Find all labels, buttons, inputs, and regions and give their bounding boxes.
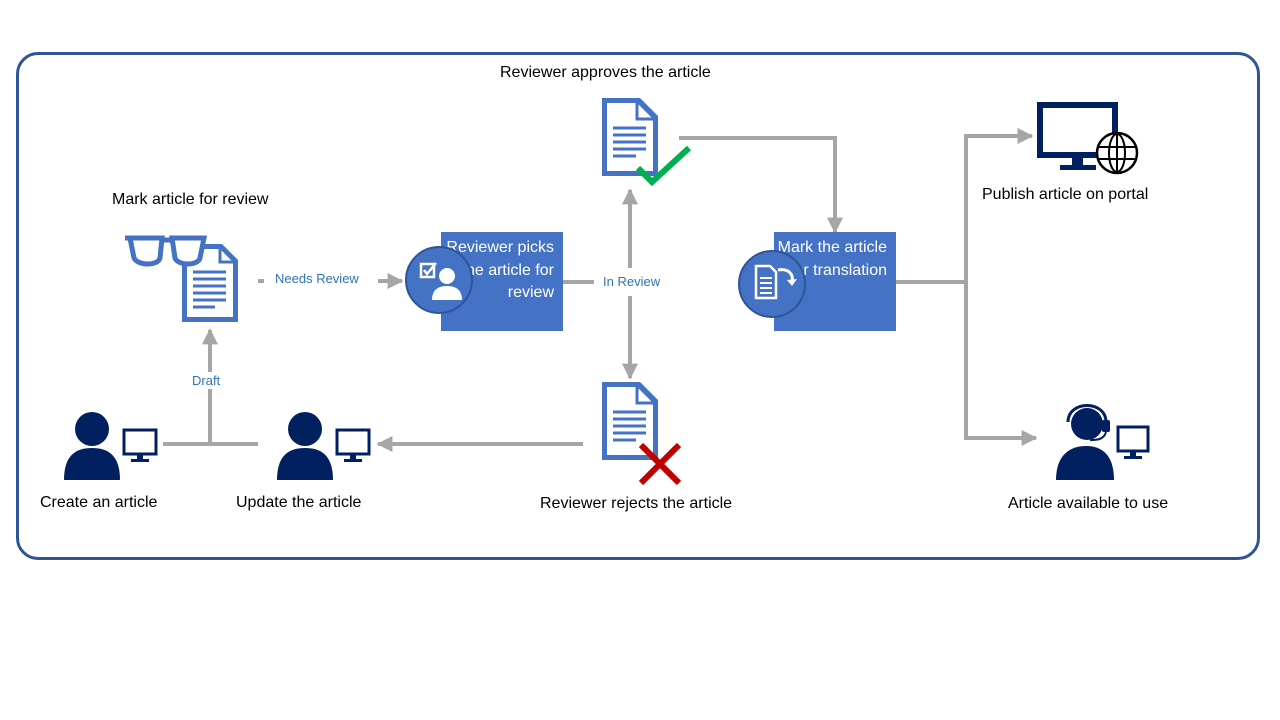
process-frame <box>16 52 1260 560</box>
step-picks-label: Reviewer picks the article for review <box>446 239 554 301</box>
person-with-monitor-icon <box>64 412 158 480</box>
step-create-label: Create an article <box>40 494 158 511</box>
step-available-label: Article available to use <box>1008 495 1169 512</box>
step-publish-label: Publish article on portal <box>982 186 1149 203</box>
step-translation-label: Mark the article for translation <box>777 239 887 279</box>
step-update-label: Update the article <box>236 494 362 511</box>
document-checkmark-icon <box>602 98 692 187</box>
step-mark-review-label: Mark article for review <box>112 191 269 208</box>
connector-to-available <box>964 282 1038 446</box>
state-needs-review-label: Needs Review <box>272 270 362 287</box>
headset-agent-icon <box>1056 404 1150 480</box>
connector-to-publish <box>964 128 1034 282</box>
step-picks-box: Reviewer picks the article for review <box>441 232 563 331</box>
reviewer-badge <box>405 246 473 314</box>
connector-approve-translation <box>679 136 843 234</box>
glasses-document-icon <box>125 235 238 322</box>
monitor-globe-icon <box>1037 102 1139 175</box>
reviewer-checklist-icon <box>419 262 462 300</box>
person-with-monitor-icon <box>277 412 371 480</box>
translation-badge <box>738 250 806 318</box>
state-in-review-label: In Review <box>600 273 664 290</box>
step-approves-label: Reviewer approves the article <box>500 64 711 81</box>
state-draft-label: Draft <box>189 372 224 389</box>
step-rejects-label: Reviewer rejects the article <box>540 495 733 512</box>
document-redo-icon <box>754 264 797 300</box>
document-x-icon <box>602 382 682 486</box>
